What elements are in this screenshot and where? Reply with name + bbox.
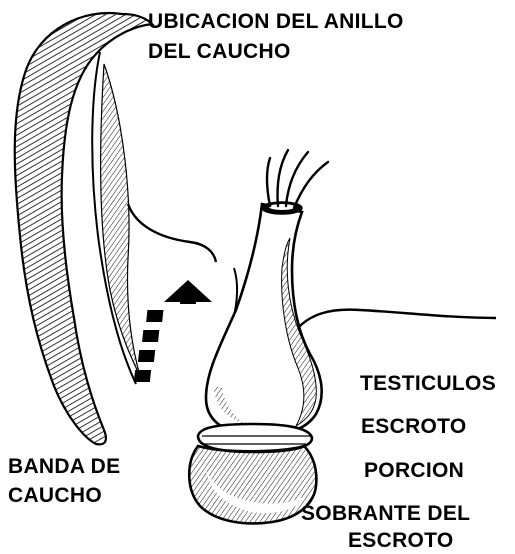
scrotum-opening-inner: [269, 204, 295, 210]
dashed-up-arrow-icon: [134, 280, 212, 382]
hind-leg-shape: [15, 13, 152, 444]
label-excess-line-1: PORCION: [364, 459, 464, 483]
hind-leg-muscle-shading: [101, 64, 140, 376]
label-scrotum: ESCROTO: [361, 415, 467, 439]
spermatic-cords: [267, 150, 328, 208]
label-rubber-band-line-1: BANDA DE: [8, 455, 120, 479]
label-ring-location-line-2: DEL CAUCHO: [148, 40, 291, 64]
label-excess-line-2: SOBRANTE DEL: [301, 502, 470, 526]
label-rubber-band-line-2: CAUCHO: [8, 484, 102, 508]
label-ring-location-line-1: UBICACION DEL ANILLO: [148, 10, 404, 34]
label-testes: TESTICULOS: [360, 372, 496, 396]
abdomen-outline: [128, 204, 216, 262]
label-excess-line-3: ESCROTO: [348, 529, 454, 553]
hind-leg: [15, 13, 152, 444]
flank-outline: [296, 310, 496, 330]
scrotum: [206, 202, 322, 436]
excess-scrotum: [189, 446, 316, 523]
